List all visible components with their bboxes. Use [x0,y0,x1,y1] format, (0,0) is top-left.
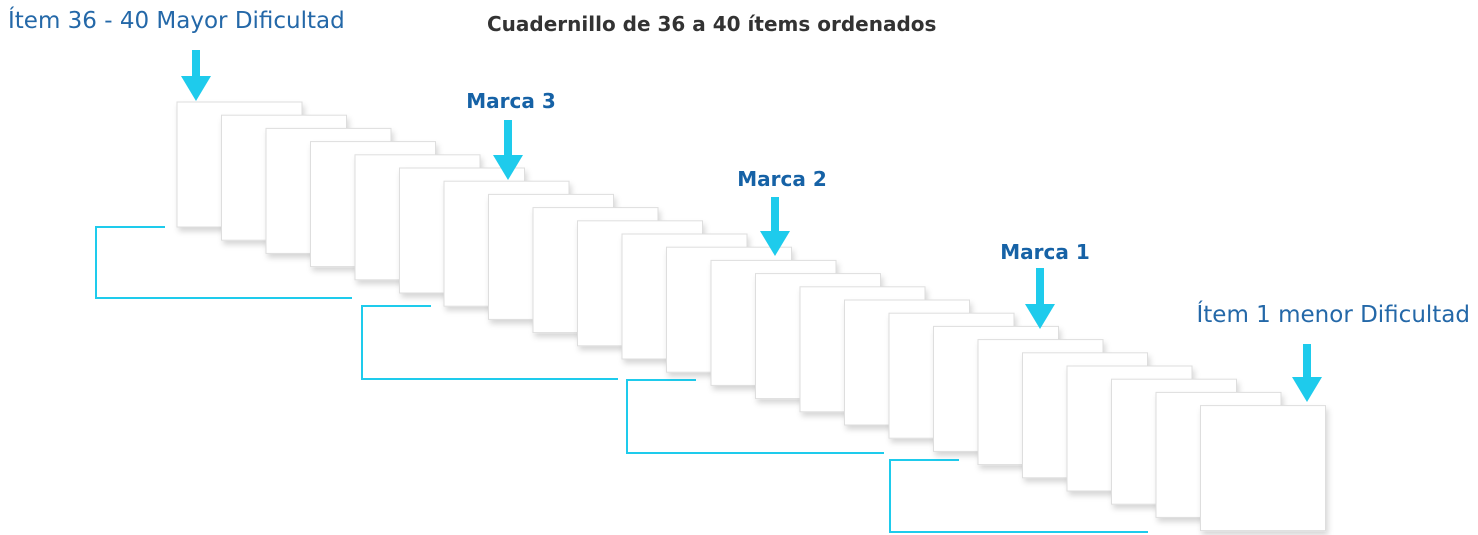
arrow-down-icon [493,120,523,180]
highest-difficulty-label: Ítem 36 - 40 Mayor Dificultad [8,8,345,34]
arrow-down-icon [760,197,790,256]
mark-2-label: Marca 2 [737,167,827,191]
group-brackets [95,226,1148,533]
page-sheet [1200,405,1326,532]
mark-3-label: Marca 3 [466,89,556,113]
arrow-down-icon [181,50,211,101]
diagram-title: Cuadernillo de 36 a 40 ítems ordenados [487,12,937,36]
group-bracket [626,379,884,454]
group-bracket [889,459,1148,533]
lowest-difficulty-label: Ítem 1 menor Dificultad [1196,302,1471,328]
page-stack [176,101,1326,532]
group-bracket [361,305,618,380]
arrow-down-icon [1292,344,1322,402]
arrow-down-icon [1025,268,1055,329]
pointer-arrows [181,50,1322,402]
mark-1-label: Marca 1 [1000,240,1090,264]
group-bracket [95,226,352,299]
